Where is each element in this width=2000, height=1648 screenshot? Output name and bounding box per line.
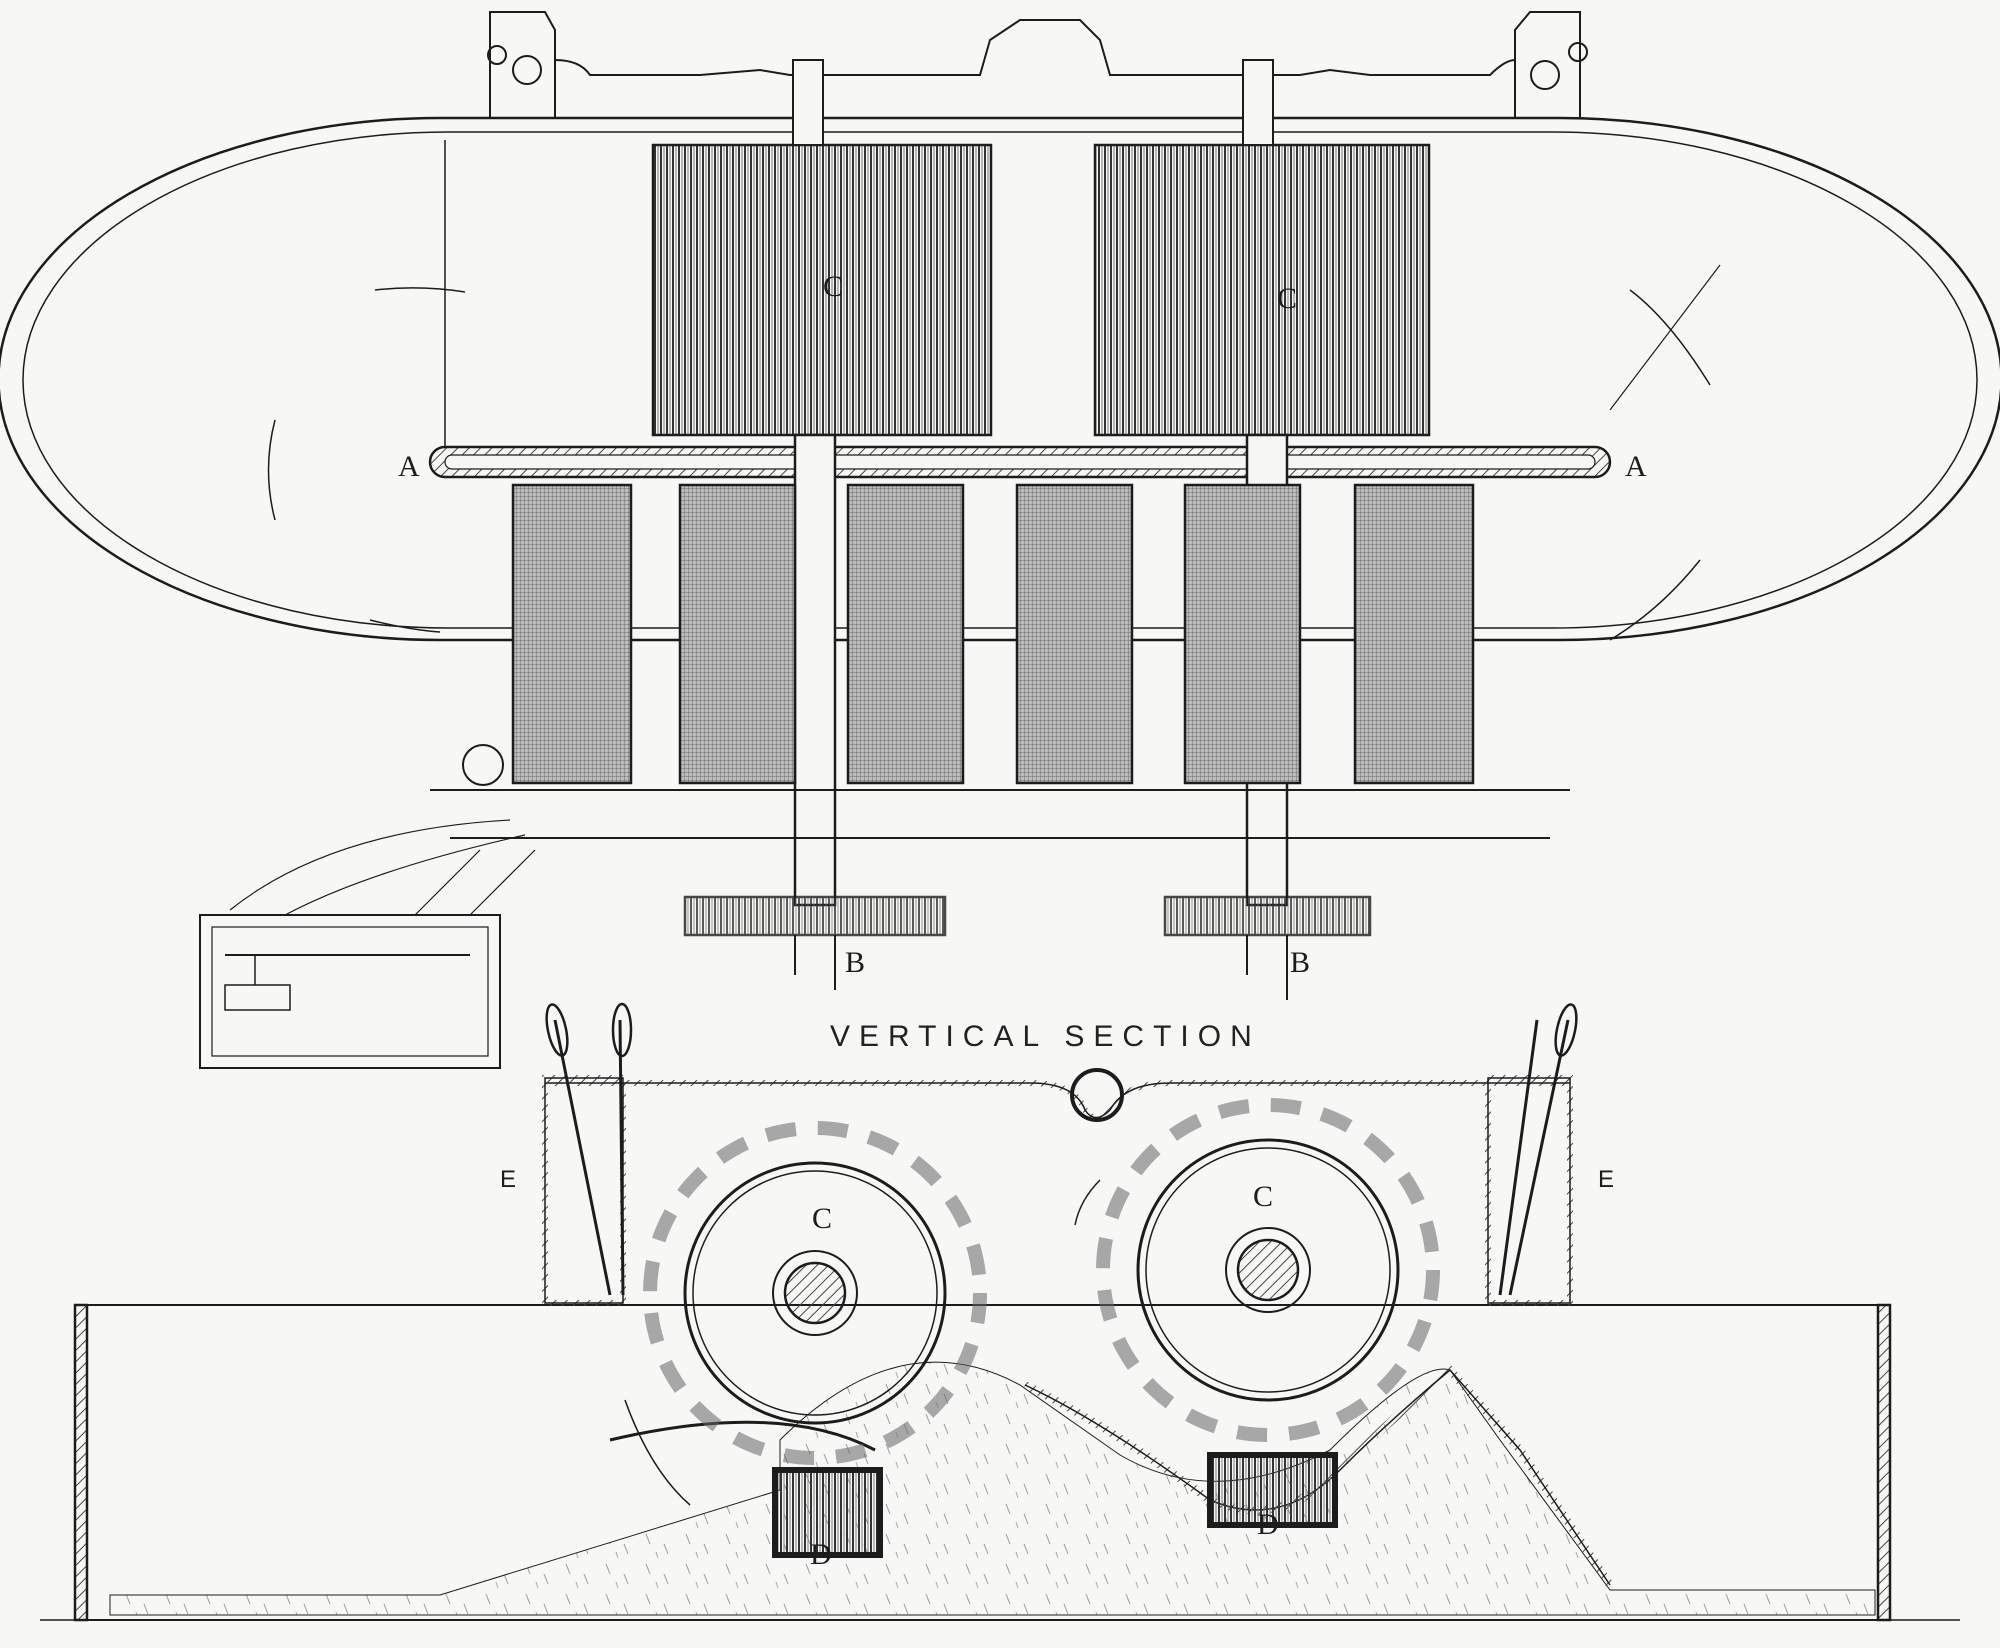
- central-tube: [1070, 1068, 1124, 1122]
- screen-2: [678, 483, 797, 785]
- cylinder-C-left: [651, 143, 993, 437]
- pulley-right: [1163, 895, 1372, 937]
- cylinder-C-right: [1093, 143, 1431, 437]
- plan-view: [0, 11, 2000, 1069]
- label-A-left: A: [398, 450, 420, 483]
- label-A-right: A: [1625, 450, 1647, 483]
- label-C-section-right: C: [1253, 1180, 1274, 1213]
- box-D-right: [1207, 1452, 1338, 1528]
- screen-1: [511, 483, 633, 785]
- label-C-plan-right: C: [1277, 282, 1298, 315]
- inset-linkage-box: [199, 914, 501, 1069]
- label-D-left: D: [810, 1538, 832, 1571]
- water-body: [109, 1361, 1876, 1616]
- box-E-left: [542, 1075, 626, 1306]
- box-E-right: [1485, 1075, 1573, 1306]
- pulley-left: [683, 895, 947, 937]
- tank-outline-outer: [0, 116, 2000, 642]
- label-E-left: E: [500, 1166, 517, 1193]
- paddle-wheel-left: [643, 1121, 987, 1465]
- screen-4: [1015, 483, 1134, 785]
- paddle-wheel-right: [1096, 1098, 1440, 1442]
- shaft-left: [793, 433, 837, 907]
- section-view: [40, 1002, 1960, 1622]
- screen-5: [1183, 483, 1302, 785]
- hood: [545, 1080, 1570, 1121]
- screen-6: [1353, 483, 1475, 785]
- label-C-section-left: C: [812, 1202, 833, 1235]
- label-D-right: D: [1257, 1508, 1279, 1541]
- figure-title: VERTICAL SECTION: [830, 1020, 1261, 1053]
- box-D-left: [772, 1467, 883, 1558]
- tank-outline-inner: [22, 131, 1978, 629]
- label-E-right: E: [1598, 1166, 1615, 1193]
- label-B-right: B: [1290, 946, 1311, 979]
- label-B-left: B: [845, 946, 866, 979]
- screen-3: [846, 483, 965, 785]
- label-C-plan-left: C: [823, 270, 844, 303]
